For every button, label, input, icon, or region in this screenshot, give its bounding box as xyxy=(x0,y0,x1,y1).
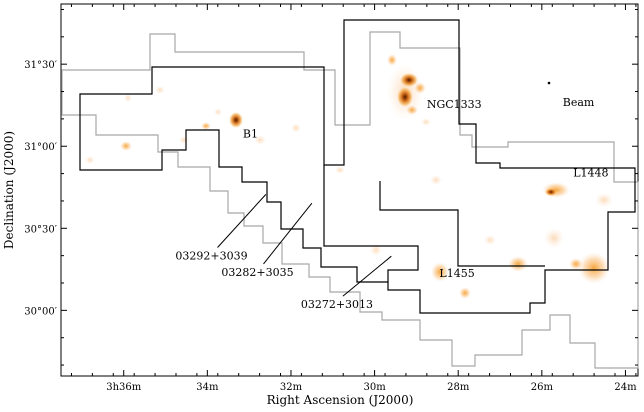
x-tick-label: 32m xyxy=(280,382,303,393)
x-tick-labels: 3h36m 34m 32m 30m 28m 26m 24m xyxy=(106,382,637,393)
y-tick-label: 31°30′ xyxy=(24,60,57,71)
x-tick-label: 30m xyxy=(363,382,386,393)
axis-ticks xyxy=(61,4,638,376)
source-label: 03272+3013 xyxy=(301,298,373,311)
x-tick-label: 24m xyxy=(614,382,637,393)
source-label: 03292+3039 xyxy=(175,249,247,262)
region-label: NGC1333 xyxy=(427,98,482,111)
x-axis-title: Right Ascension (J2000) xyxy=(267,393,414,407)
survey-notch xyxy=(323,165,419,282)
y-tick-label: 30°30′ xyxy=(24,224,57,235)
emission-map xyxy=(85,54,613,299)
survey-boundary-black xyxy=(79,19,636,314)
x-tick-label: 28m xyxy=(447,382,470,393)
x-tick-label: 34m xyxy=(196,382,219,393)
y-tick-label: 30°00′ xyxy=(24,306,57,317)
source-pointer-line xyxy=(263,202,313,265)
x-tick-label: 26m xyxy=(531,382,554,393)
y-tick-labels: 30°00′ 30°30′ 31°00′ 31°30′ xyxy=(24,60,57,317)
source-labels: 03292+3039 03282+3035 03272+3013 xyxy=(175,194,392,311)
beam-marker xyxy=(547,81,551,85)
region-label: B1 xyxy=(243,127,258,140)
survey-notch-2 xyxy=(379,181,545,267)
source-label: 03282+3035 xyxy=(221,266,293,279)
source-pointer-line xyxy=(217,194,267,248)
survey-boundary-gray xyxy=(61,31,639,369)
region-label: Beam xyxy=(563,96,595,109)
y-tick-label: 31°00′ xyxy=(24,142,57,153)
region-label: L1448 xyxy=(573,166,608,179)
y-axis-title: Declination (J2000) xyxy=(2,131,16,249)
x-tick-label: 3h36m xyxy=(106,382,142,393)
region-label: L1455 xyxy=(439,267,474,280)
source-pointer-line xyxy=(342,255,392,297)
